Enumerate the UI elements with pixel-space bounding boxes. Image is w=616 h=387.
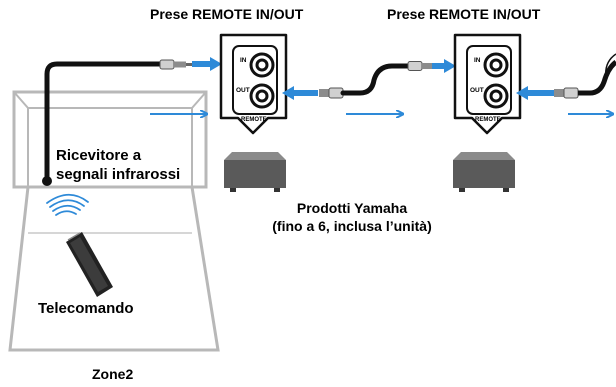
arrow-in-right <box>432 59 456 73</box>
zone-label: Zone2 <box>92 366 134 382</box>
next-cable <box>554 53 616 99</box>
yamaha-products-label-line1: Prodotti Yamaha <box>296 200 408 216</box>
jack-panel-right: IN OUT REMOTE <box>453 33 522 135</box>
yamaha-products-label: Prodotti Yamaha (fino a 6, inclusa l’uni… <box>262 200 442 235</box>
jack-remote-label: REMOTE <box>241 117 267 123</box>
yamaha-products-label-line2: (fino a 6, inclusa l’unità) <box>272 217 432 234</box>
jack-in-label: IN <box>474 57 481 64</box>
yamaha-unit-right <box>453 152 515 192</box>
jack-out-label: OUT <box>236 87 250 94</box>
remote-control-icon <box>66 232 113 297</box>
arrow-in-left <box>192 57 222 71</box>
receiver-cable <box>42 59 194 186</box>
link-cable <box>319 61 432 99</box>
arrow-out-left <box>282 86 318 100</box>
yamaha-unit-left <box>224 152 286 192</box>
ir-receiver-label: Ricevitore a segnali infrarossi <box>56 147 180 185</box>
remote-control-label: Telecomando <box>38 300 134 317</box>
jack-remote-label: REMOTE <box>475 117 501 123</box>
jack-in-label: IN <box>240 57 247 64</box>
ir-receiver-label-line1: Ricevitore a <box>56 147 142 164</box>
jacks-title-right: Prese REMOTE IN/OUT <box>387 6 541 22</box>
arrow-out-right <box>516 86 554 100</box>
ir-receiver-label-line2: segnali infrarossi <box>56 165 181 183</box>
jack-panel-left: IN OUT REMOTE <box>219 33 288 135</box>
ir-signal-icon <box>46 193 89 216</box>
jacks-title-left: Prese REMOTE IN/OUT <box>150 6 304 22</box>
jack-out-label: OUT <box>470 87 484 94</box>
zone2-room-outline <box>8 90 220 352</box>
